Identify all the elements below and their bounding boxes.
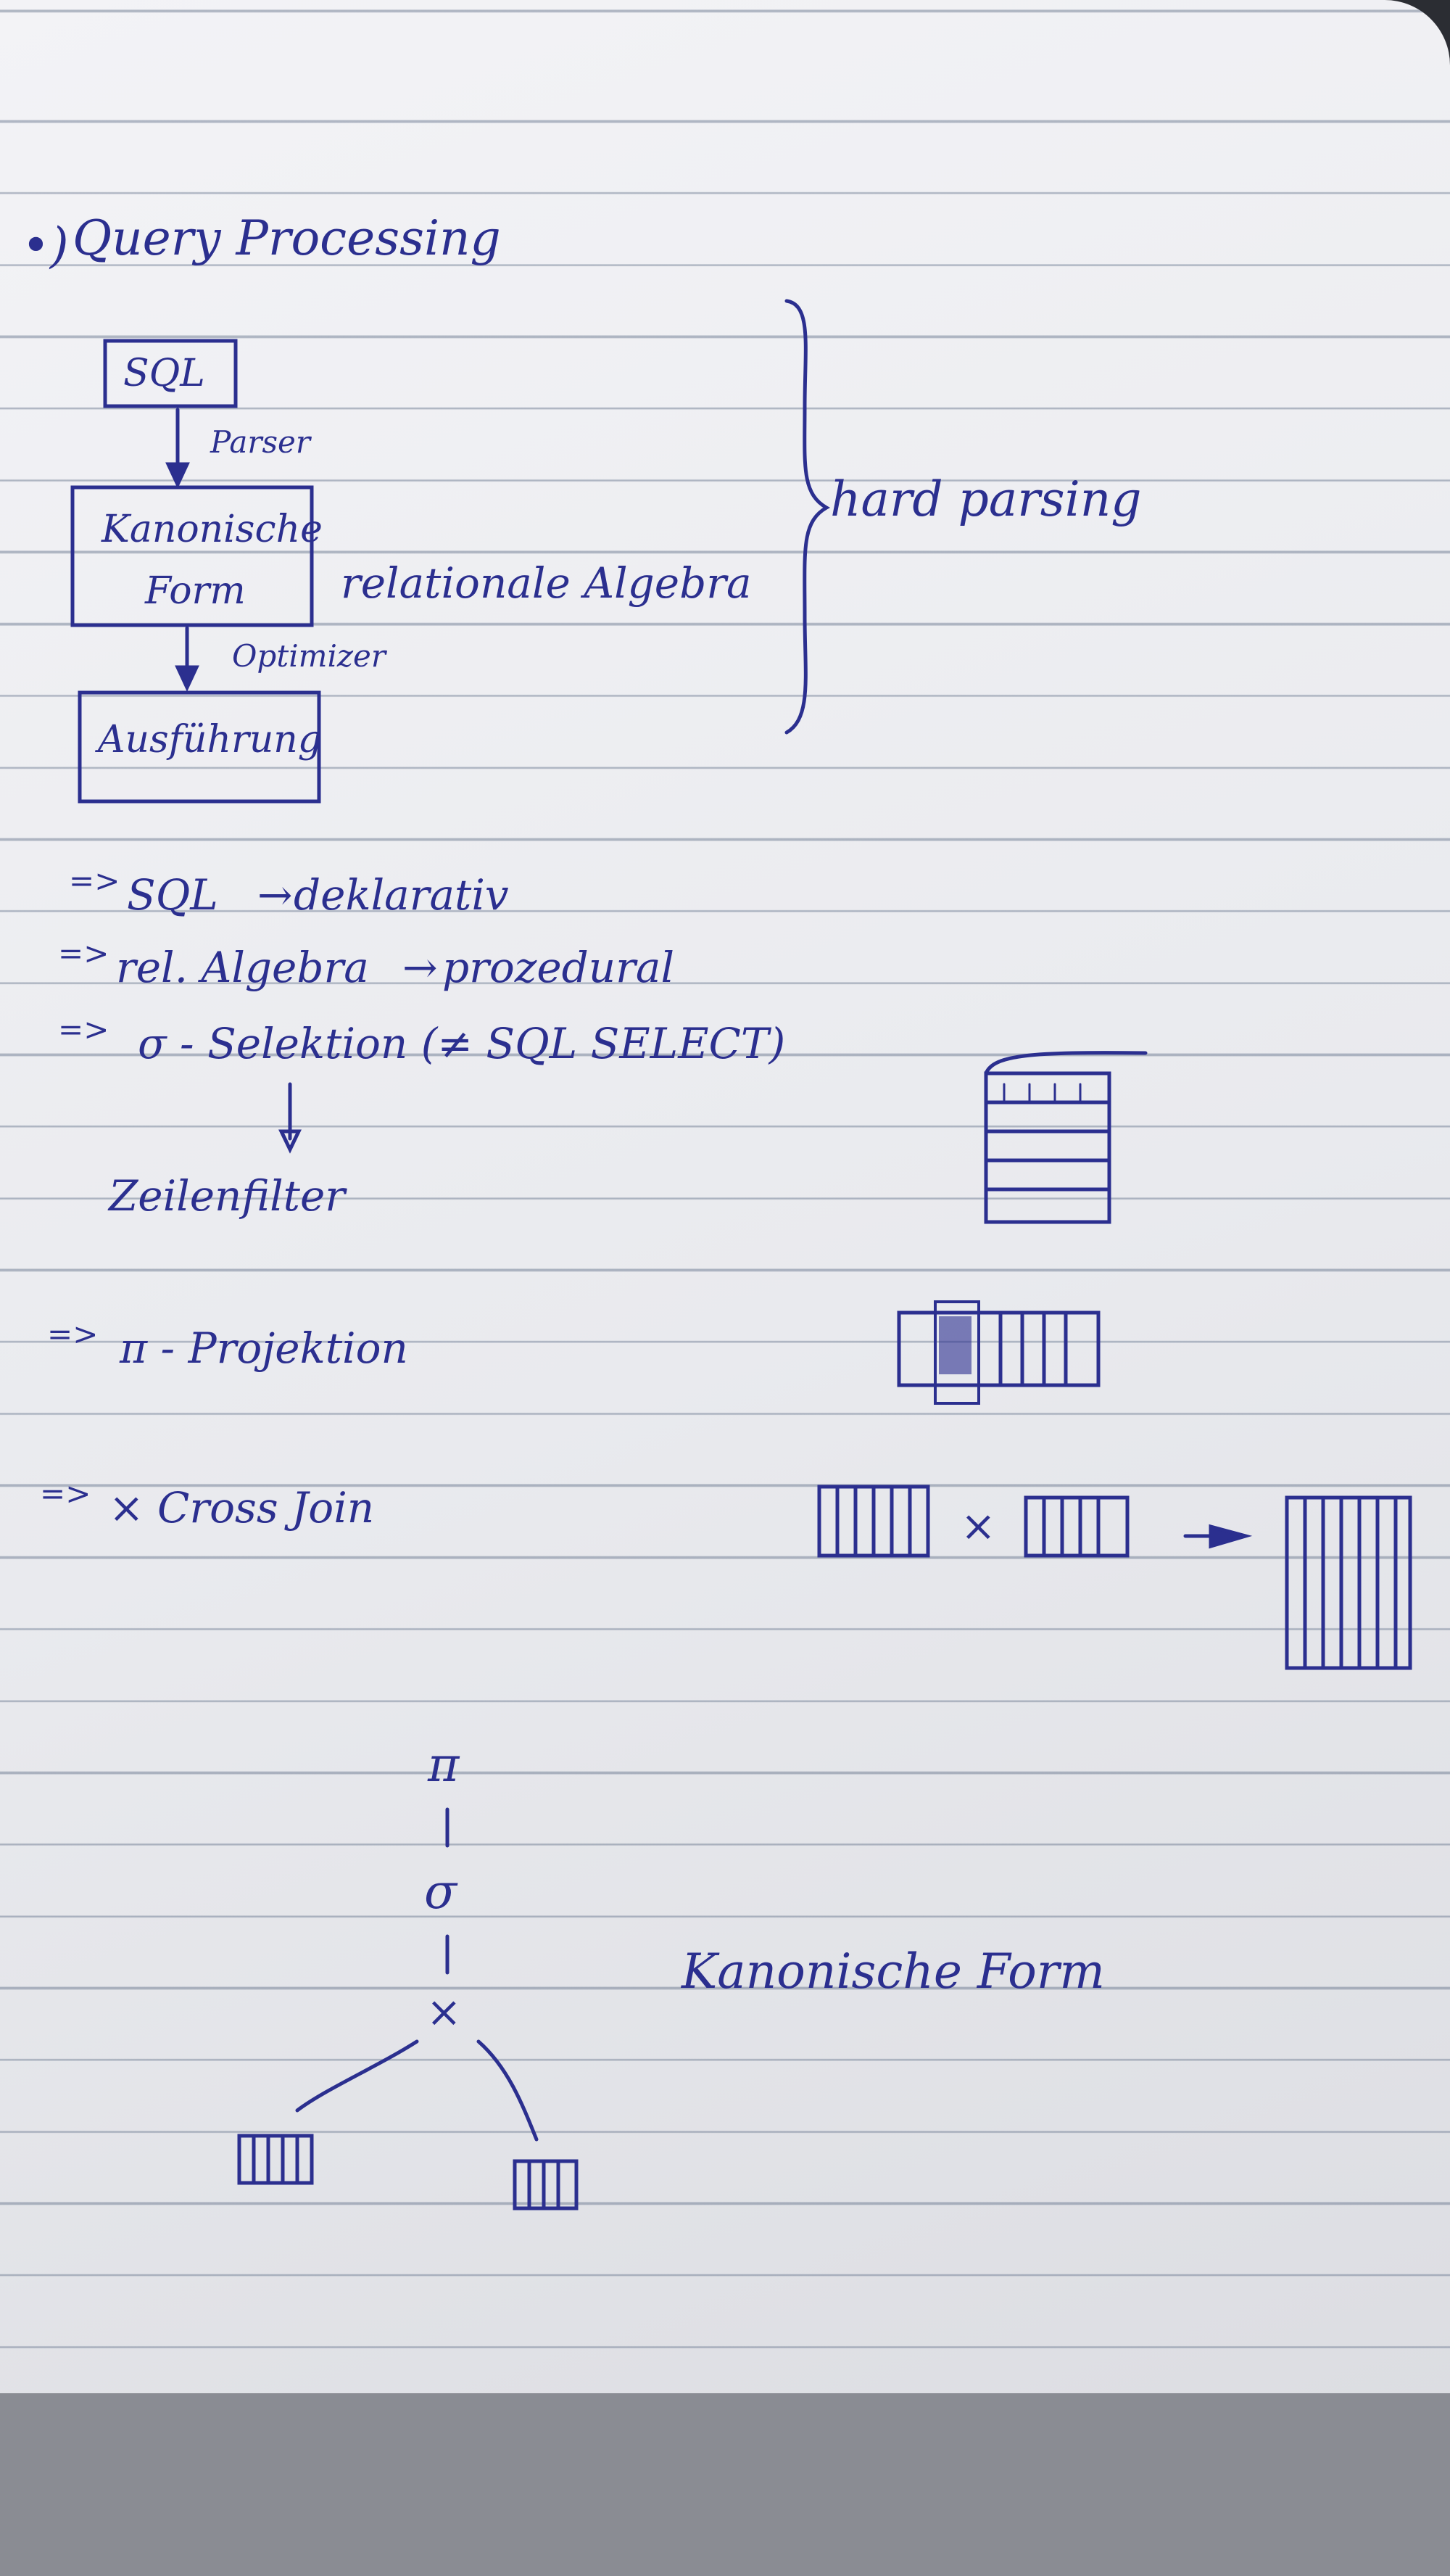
cross-join-table-b — [1024, 1495, 1130, 1558]
note-arrow: => — [58, 936, 109, 971]
form-label: Form — [145, 569, 246, 613]
note-cross-join: × Cross Join — [109, 1483, 375, 1532]
projection-table-icon — [897, 1300, 1101, 1405]
cross-join-result-table — [1285, 1495, 1412, 1670]
arrow-head — [278, 1129, 302, 1154]
note-arrow: => — [40, 1476, 91, 1511]
note-rel-algebra: rel. Algebra — [116, 943, 369, 992]
curly-brace — [784, 299, 831, 735]
tree-caption: Kanonische Form — [682, 1944, 1105, 1999]
optimizer-label: Optimizer — [232, 638, 386, 674]
ausfuehrung-box — [78, 690, 321, 804]
ausfuehrung-label: Ausführung — [98, 718, 323, 761]
cross-join-table-a — [817, 1485, 930, 1558]
bullet: •) — [22, 218, 69, 273]
sql-box-label: SQL — [123, 352, 205, 395]
note-deklarativ: deklarativ — [294, 870, 509, 920]
background-fabric — [0, 2393, 1450, 2576]
notebook-page — [0, 0, 1450, 2408]
kanonische-label: Kanonische — [102, 508, 323, 551]
note-sql-arrow: → — [257, 870, 293, 920]
page-title: Query Processing — [72, 210, 501, 266]
arrow-head — [1209, 1524, 1253, 1549]
note-sql: SQL — [127, 870, 218, 920]
note-arrow: => — [58, 1012, 109, 1047]
sql-box — [103, 339, 238, 408]
parser-label: Parser — [210, 424, 310, 460]
kanonische-form-box — [70, 485, 314, 627]
selection-table-icon — [984, 1051, 1148, 1224]
arrow-head — [165, 462, 190, 489]
note-selektion: σ - Selektion (≠ SQL SELECT) — [138, 1019, 786, 1068]
note-zeilenfilter: Zeilenfilter — [109, 1171, 345, 1221]
note-rel-arrow: → — [402, 943, 438, 992]
relationale-algebra-label: relationale Algebra — [341, 558, 752, 608]
tree-sigma: σ — [424, 1864, 457, 1920]
hard-parsing-label: hard parsing — [830, 471, 1142, 527]
tree-cross: × — [426, 1987, 462, 2036]
cross-join-times: × — [961, 1501, 996, 1551]
operator-tree — [237, 1807, 579, 2210]
arrow-head — [175, 665, 199, 692]
note-projektion: π - Projektion — [120, 1324, 408, 1373]
note-arrow: => — [47, 1316, 99, 1352]
note-prozedural: prozedural — [442, 943, 674, 992]
note-arrow: => — [69, 863, 120, 899]
tree-pi: π — [428, 1737, 460, 1793]
